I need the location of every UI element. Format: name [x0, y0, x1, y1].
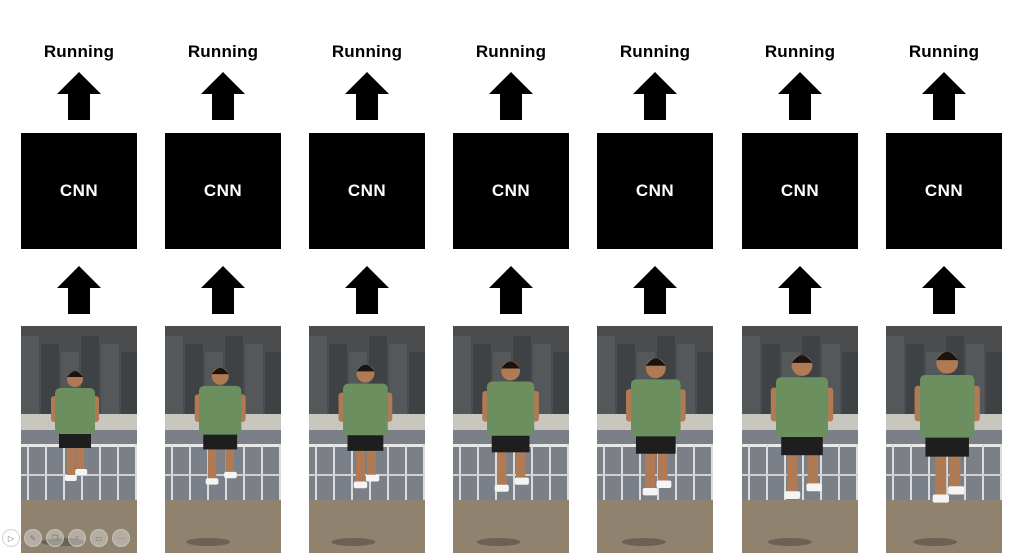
more-icon[interactable]: ⋯: [112, 529, 130, 547]
cnn-label: CNN: [59, 181, 99, 200]
up-arrow-icon: [778, 72, 822, 120]
output-label: Running: [764, 42, 836, 61]
cnn-label: CNN: [635, 181, 675, 200]
output-label: Running: [187, 42, 259, 61]
video-frame-3: [309, 326, 425, 553]
cnn-box: CNN: [165, 133, 281, 249]
video-frame-4: [453, 326, 569, 553]
frame-column-6: Running CNN: [742, 0, 858, 553]
up-arrow-icon: [201, 72, 245, 120]
up-arrow-icon: [57, 72, 101, 120]
zoom-icon[interactable]: ⌕: [68, 529, 86, 547]
cnn-box: CNN: [309, 133, 425, 249]
frame-column-5: Running CNN: [597, 0, 713, 553]
up-arrow-icon: [633, 266, 677, 314]
up-arrow-icon: [922, 266, 966, 314]
cnn-box: CNN: [597, 133, 713, 249]
up-arrow-icon: [922, 72, 966, 120]
cnn-label: CNN: [347, 181, 387, 200]
output-label: Running: [43, 42, 115, 61]
video-frame-5: [597, 326, 713, 553]
frame-column-3: Running CNN: [309, 0, 425, 553]
cnn-label: CNN: [203, 181, 243, 200]
frame-column-2: Running CNN: [165, 0, 281, 553]
slides-icon[interactable]: ▭: [90, 529, 108, 547]
up-arrow-icon: [489, 266, 533, 314]
video-frame-6: [742, 326, 858, 553]
cnn-label: CNN: [780, 181, 820, 200]
slide-toolbar: ▷ ✎ ❐ ⌕ ▭ ⋯: [0, 527, 130, 549]
frame-column-1: Running CNN: [21, 0, 137, 553]
output-label: Running: [908, 42, 980, 61]
up-arrow-icon: [345, 266, 389, 314]
cnn-box: CNN: [886, 133, 1002, 249]
output-label: Running: [475, 42, 547, 61]
video-frame-7: [886, 326, 1002, 553]
output-label: Running: [331, 42, 403, 61]
cnn-box: CNN: [742, 133, 858, 249]
cnn-box: CNN: [453, 133, 569, 249]
up-arrow-icon: [633, 72, 677, 120]
output-label: Running: [619, 42, 691, 61]
up-arrow-icon: [201, 266, 245, 314]
frame-column-4: Running CNN: [453, 0, 569, 553]
copy-icon[interactable]: ❐: [46, 529, 64, 547]
cnn-label: CNN: [924, 181, 964, 200]
play-icon[interactable]: ▷: [2, 529, 20, 547]
cnn-label: CNN: [491, 181, 531, 200]
cnn-box: CNN: [21, 133, 137, 249]
up-arrow-icon: [57, 266, 101, 314]
up-arrow-icon: [489, 72, 533, 120]
video-frame-1: [21, 326, 137, 553]
frame-column-7: Running CNN: [886, 0, 1002, 553]
video-frame-2: [165, 326, 281, 553]
pen-icon[interactable]: ✎: [24, 529, 42, 547]
up-arrow-icon: [345, 72, 389, 120]
up-arrow-icon: [778, 266, 822, 314]
